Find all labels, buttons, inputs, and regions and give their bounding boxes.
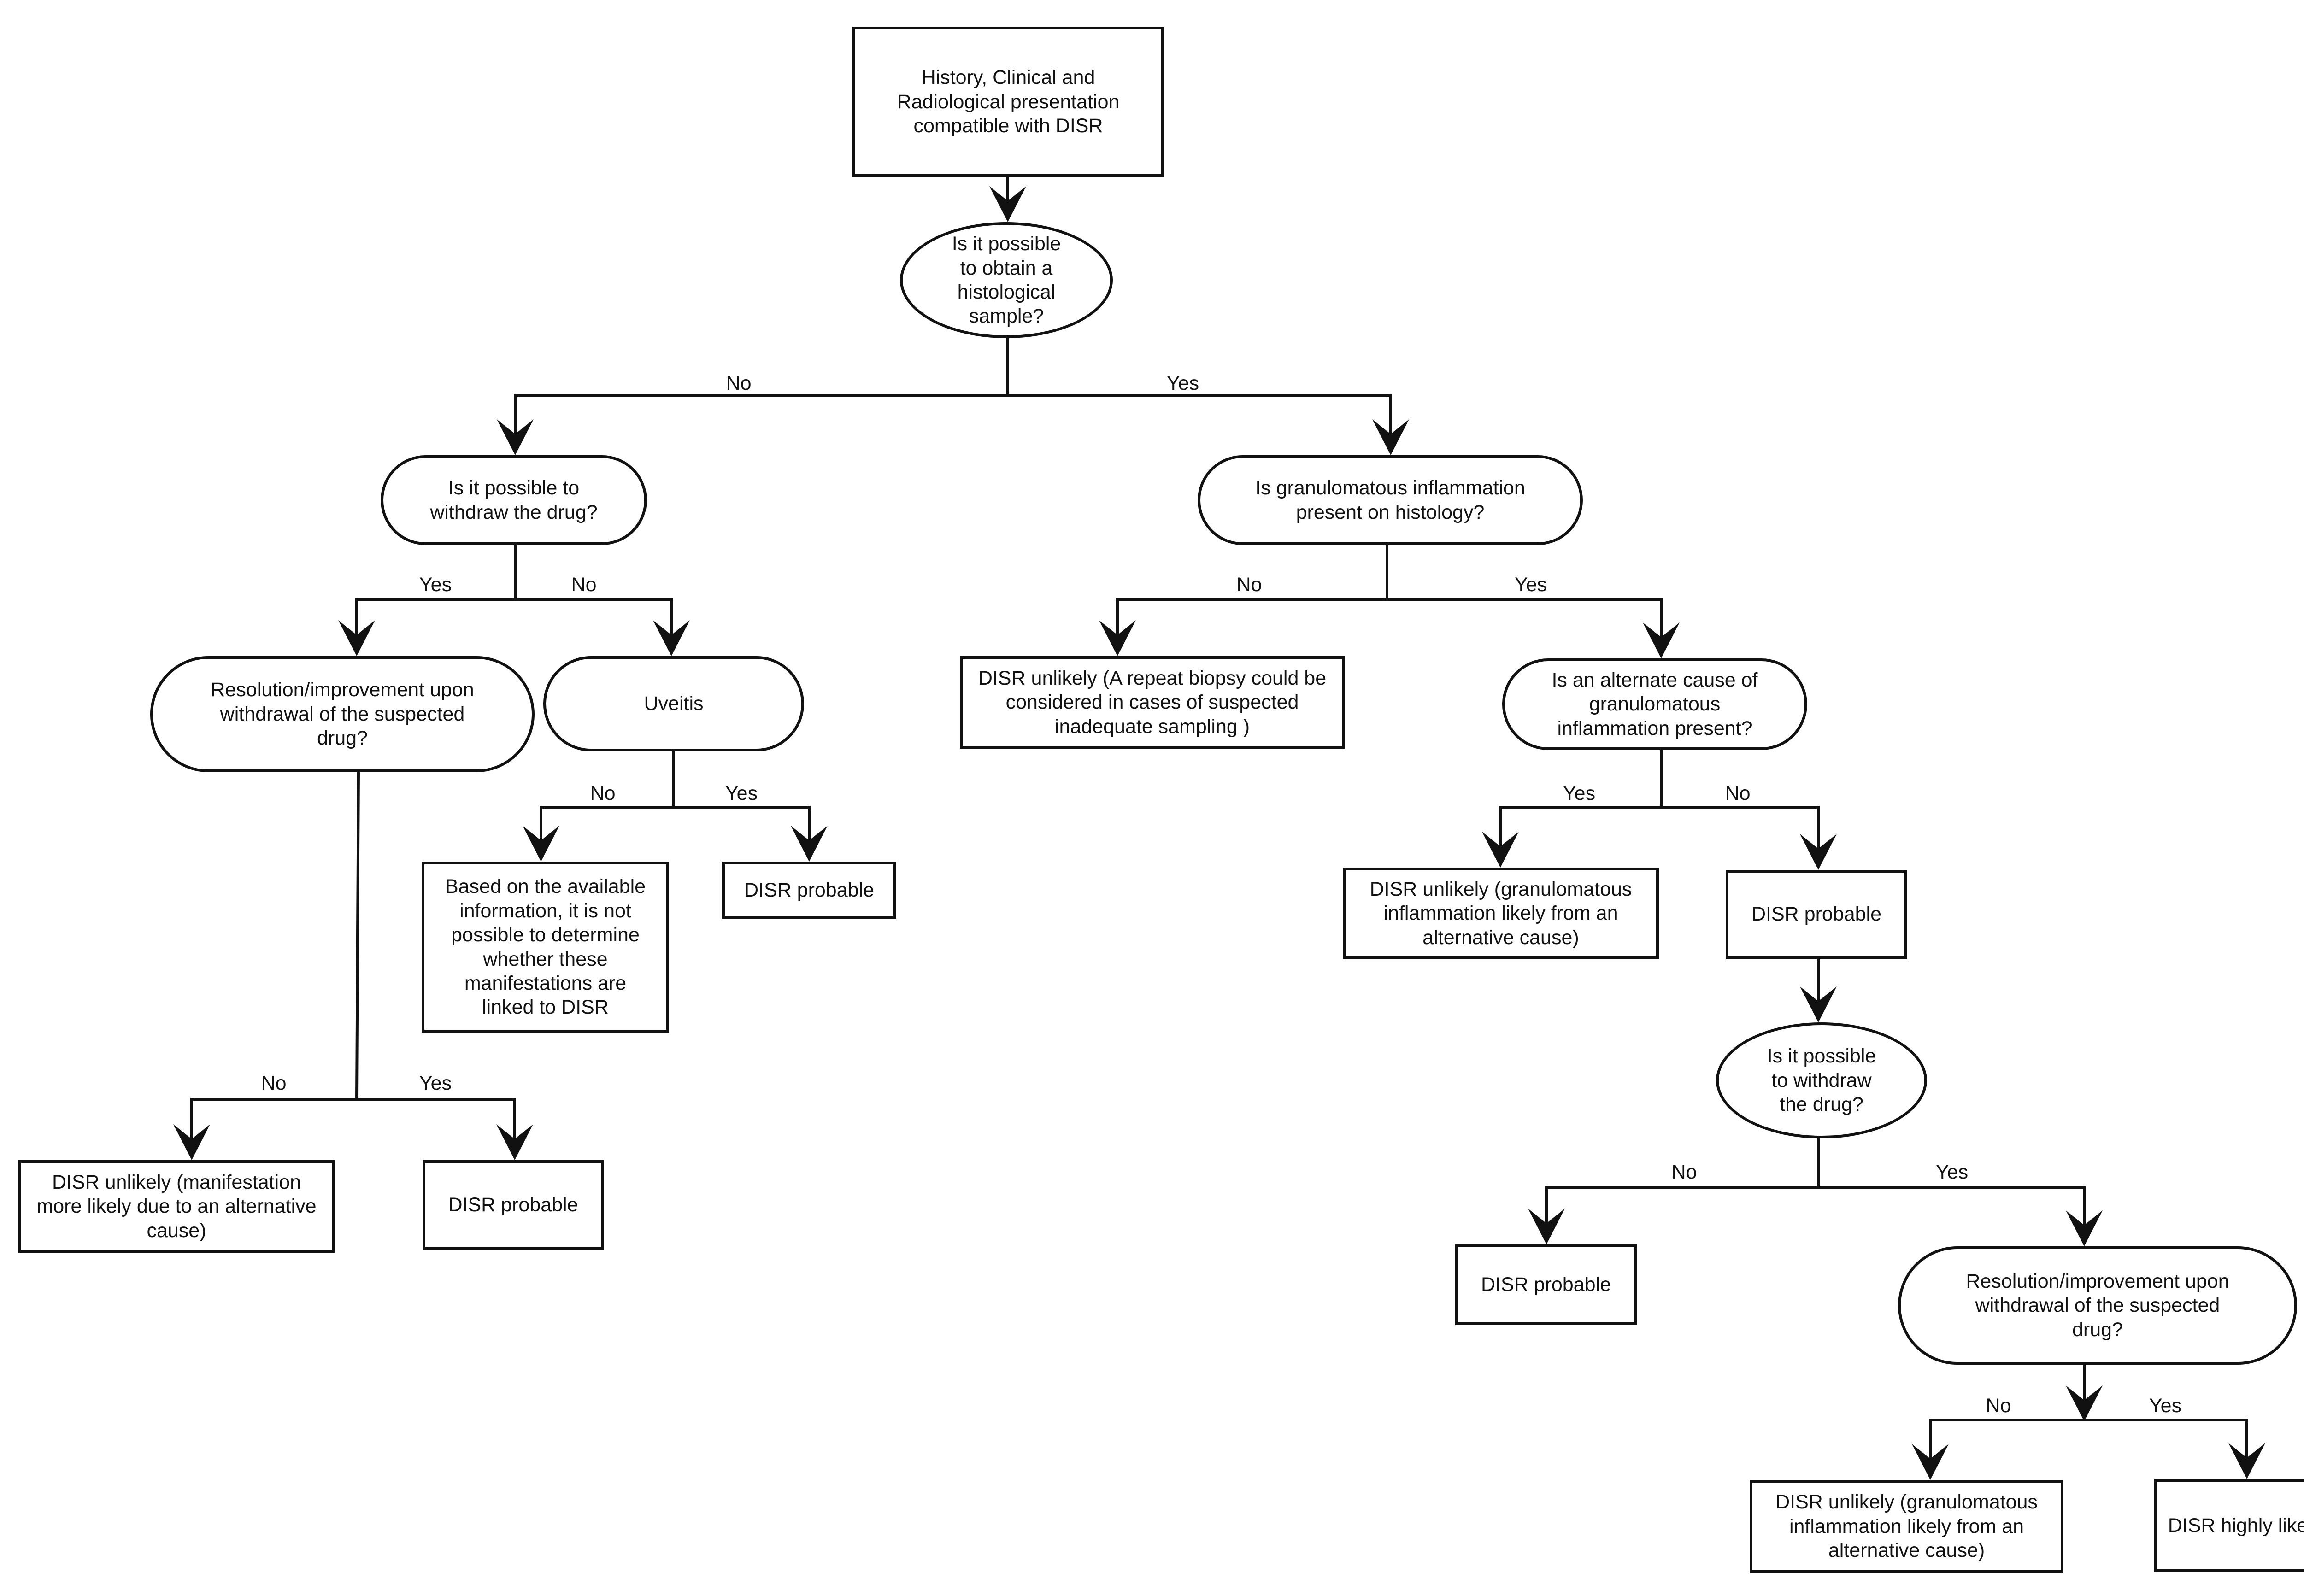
node-disr-probable-right: DISR probable bbox=[1726, 870, 1907, 959]
connector-line-20 bbox=[1661, 806, 1820, 863]
edge-label-resolution-right-yes: Yes bbox=[2149, 1395, 2182, 1417]
node-disr-unlikely-alternative: DISR unlikely (granulomatous inflammatio… bbox=[1343, 868, 1659, 959]
connector-line-12 bbox=[1387, 598, 1663, 652]
connector-line-6 bbox=[355, 545, 517, 650]
node-disr-highly-likely: DISR highly likely bbox=[2154, 1479, 2304, 1572]
arrowhead-21 bbox=[1800, 834, 1837, 870]
connector-line-4 bbox=[1008, 394, 1392, 449]
arrowhead-5 bbox=[1372, 419, 1409, 455]
node-disr-probable-left: DISR probable bbox=[423, 1160, 604, 1250]
connector-line-26 bbox=[357, 1098, 516, 1154]
connector-line-2 bbox=[514, 338, 1009, 449]
edge-label-uveitis-yes: Yes bbox=[725, 782, 758, 804]
connector-line-34 bbox=[1929, 1419, 2084, 1473]
edge-label-histological-yes: Yes bbox=[1166, 372, 1199, 394]
edge-label-histological-no: No bbox=[726, 372, 752, 394]
arrowhead-27 bbox=[496, 1124, 533, 1160]
node-disr-probable-no-withdraw: DISR probable bbox=[1455, 1244, 1637, 1325]
arrowhead-25 bbox=[173, 1124, 210, 1160]
edge-label-granulomatous-no: No bbox=[1236, 574, 1262, 596]
connector-line-24 bbox=[190, 772, 360, 1154]
arrowhead-15 bbox=[523, 826, 559, 862]
edge-label-resolution-left-yes: Yes bbox=[419, 1072, 452, 1094]
node-resolution-left: Resolution/improvement upon withdrawal o… bbox=[150, 656, 535, 772]
arrowhead-11 bbox=[1099, 620, 1136, 656]
connector-line-16 bbox=[673, 806, 811, 855]
node-disr-unlikely-repeat-biopsy: DISR unlikely (A repeat biopsy could be … bbox=[960, 656, 1345, 749]
node-granulomatous-inflammation: Is it possible to withdraw the drug?Is g… bbox=[1198, 455, 1583, 545]
node-disr-unlikely-manifestation: DISR unlikely (manifestation more likely… bbox=[18, 1160, 335, 1253]
node-histological-sample: Is it possible to obtain a histological … bbox=[900, 222, 1113, 338]
connector-line-36 bbox=[2084, 1419, 2248, 1473]
node-alternate-cause: Is an alternate cause of granulomatous i… bbox=[1502, 658, 1807, 750]
arrowhead-31 bbox=[2066, 1210, 2103, 1246]
connector-line-28 bbox=[1545, 1138, 1820, 1238]
edge-label-alternate-no: No bbox=[1725, 782, 1751, 804]
node-withdraw-drug-right: Is it possible to withdraw the drug? bbox=[1716, 1022, 1927, 1138]
edge-label-resolution-right-no: No bbox=[1986, 1395, 2011, 1417]
node-history: History, Clinical and Radiological prese… bbox=[852, 27, 1164, 177]
arrowhead-17 bbox=[791, 826, 828, 862]
connector-line-30 bbox=[1818, 1186, 2086, 1240]
arrowhead-3 bbox=[497, 419, 534, 455]
edge-label-alternate-yes: Yes bbox=[1563, 782, 1596, 804]
arrowhead-29 bbox=[1528, 1209, 1565, 1244]
edge-label-withdraw-left-no: No bbox=[571, 574, 597, 596]
node-resolution-right: Resolution/improvement upon withdrawal o… bbox=[1898, 1246, 2297, 1365]
arrowhead-35 bbox=[1912, 1444, 1949, 1480]
connector-line-14 bbox=[540, 751, 675, 855]
edge-label-granulomatous-yes: Yes bbox=[1514, 574, 1547, 596]
node-withdraw-drug-left: Is it possible to withdraw the drug? bbox=[381, 455, 647, 545]
node-disr-unlikely-final: DISR unlikely (granulomatous inflammatio… bbox=[1750, 1480, 2063, 1573]
edge-label-uveitis-no: No bbox=[590, 782, 616, 804]
arrowhead-13 bbox=[1643, 622, 1680, 658]
connector-line-18 bbox=[1499, 750, 1663, 861]
node-disr-probable-uveitis: DISR probable bbox=[722, 862, 896, 919]
edge-label-withdraw-left-yes: Yes bbox=[419, 574, 452, 596]
edge-label-withdraw-right-no: No bbox=[1671, 1161, 1697, 1183]
arrowhead-9 bbox=[653, 620, 690, 656]
connector-line-8 bbox=[515, 598, 673, 650]
edge-label-withdraw-right-yes: Yes bbox=[1935, 1161, 1969, 1183]
edge-label-resolution-left-no: No bbox=[261, 1072, 287, 1094]
node-not-possible-to-determine: Based on the available information, it i… bbox=[422, 862, 669, 1033]
arrowhead-23 bbox=[1800, 986, 1837, 1022]
arrowhead-1 bbox=[989, 186, 1026, 222]
node-uveitis: Uveitis bbox=[543, 656, 804, 751]
connector-line-10 bbox=[1116, 545, 1388, 650]
arrowhead-33 bbox=[2066, 1385, 2103, 1421]
arrowhead-19 bbox=[1482, 832, 1519, 868]
arrowhead-7 bbox=[338, 620, 375, 656]
arrowhead-37 bbox=[2228, 1443, 2265, 1479]
